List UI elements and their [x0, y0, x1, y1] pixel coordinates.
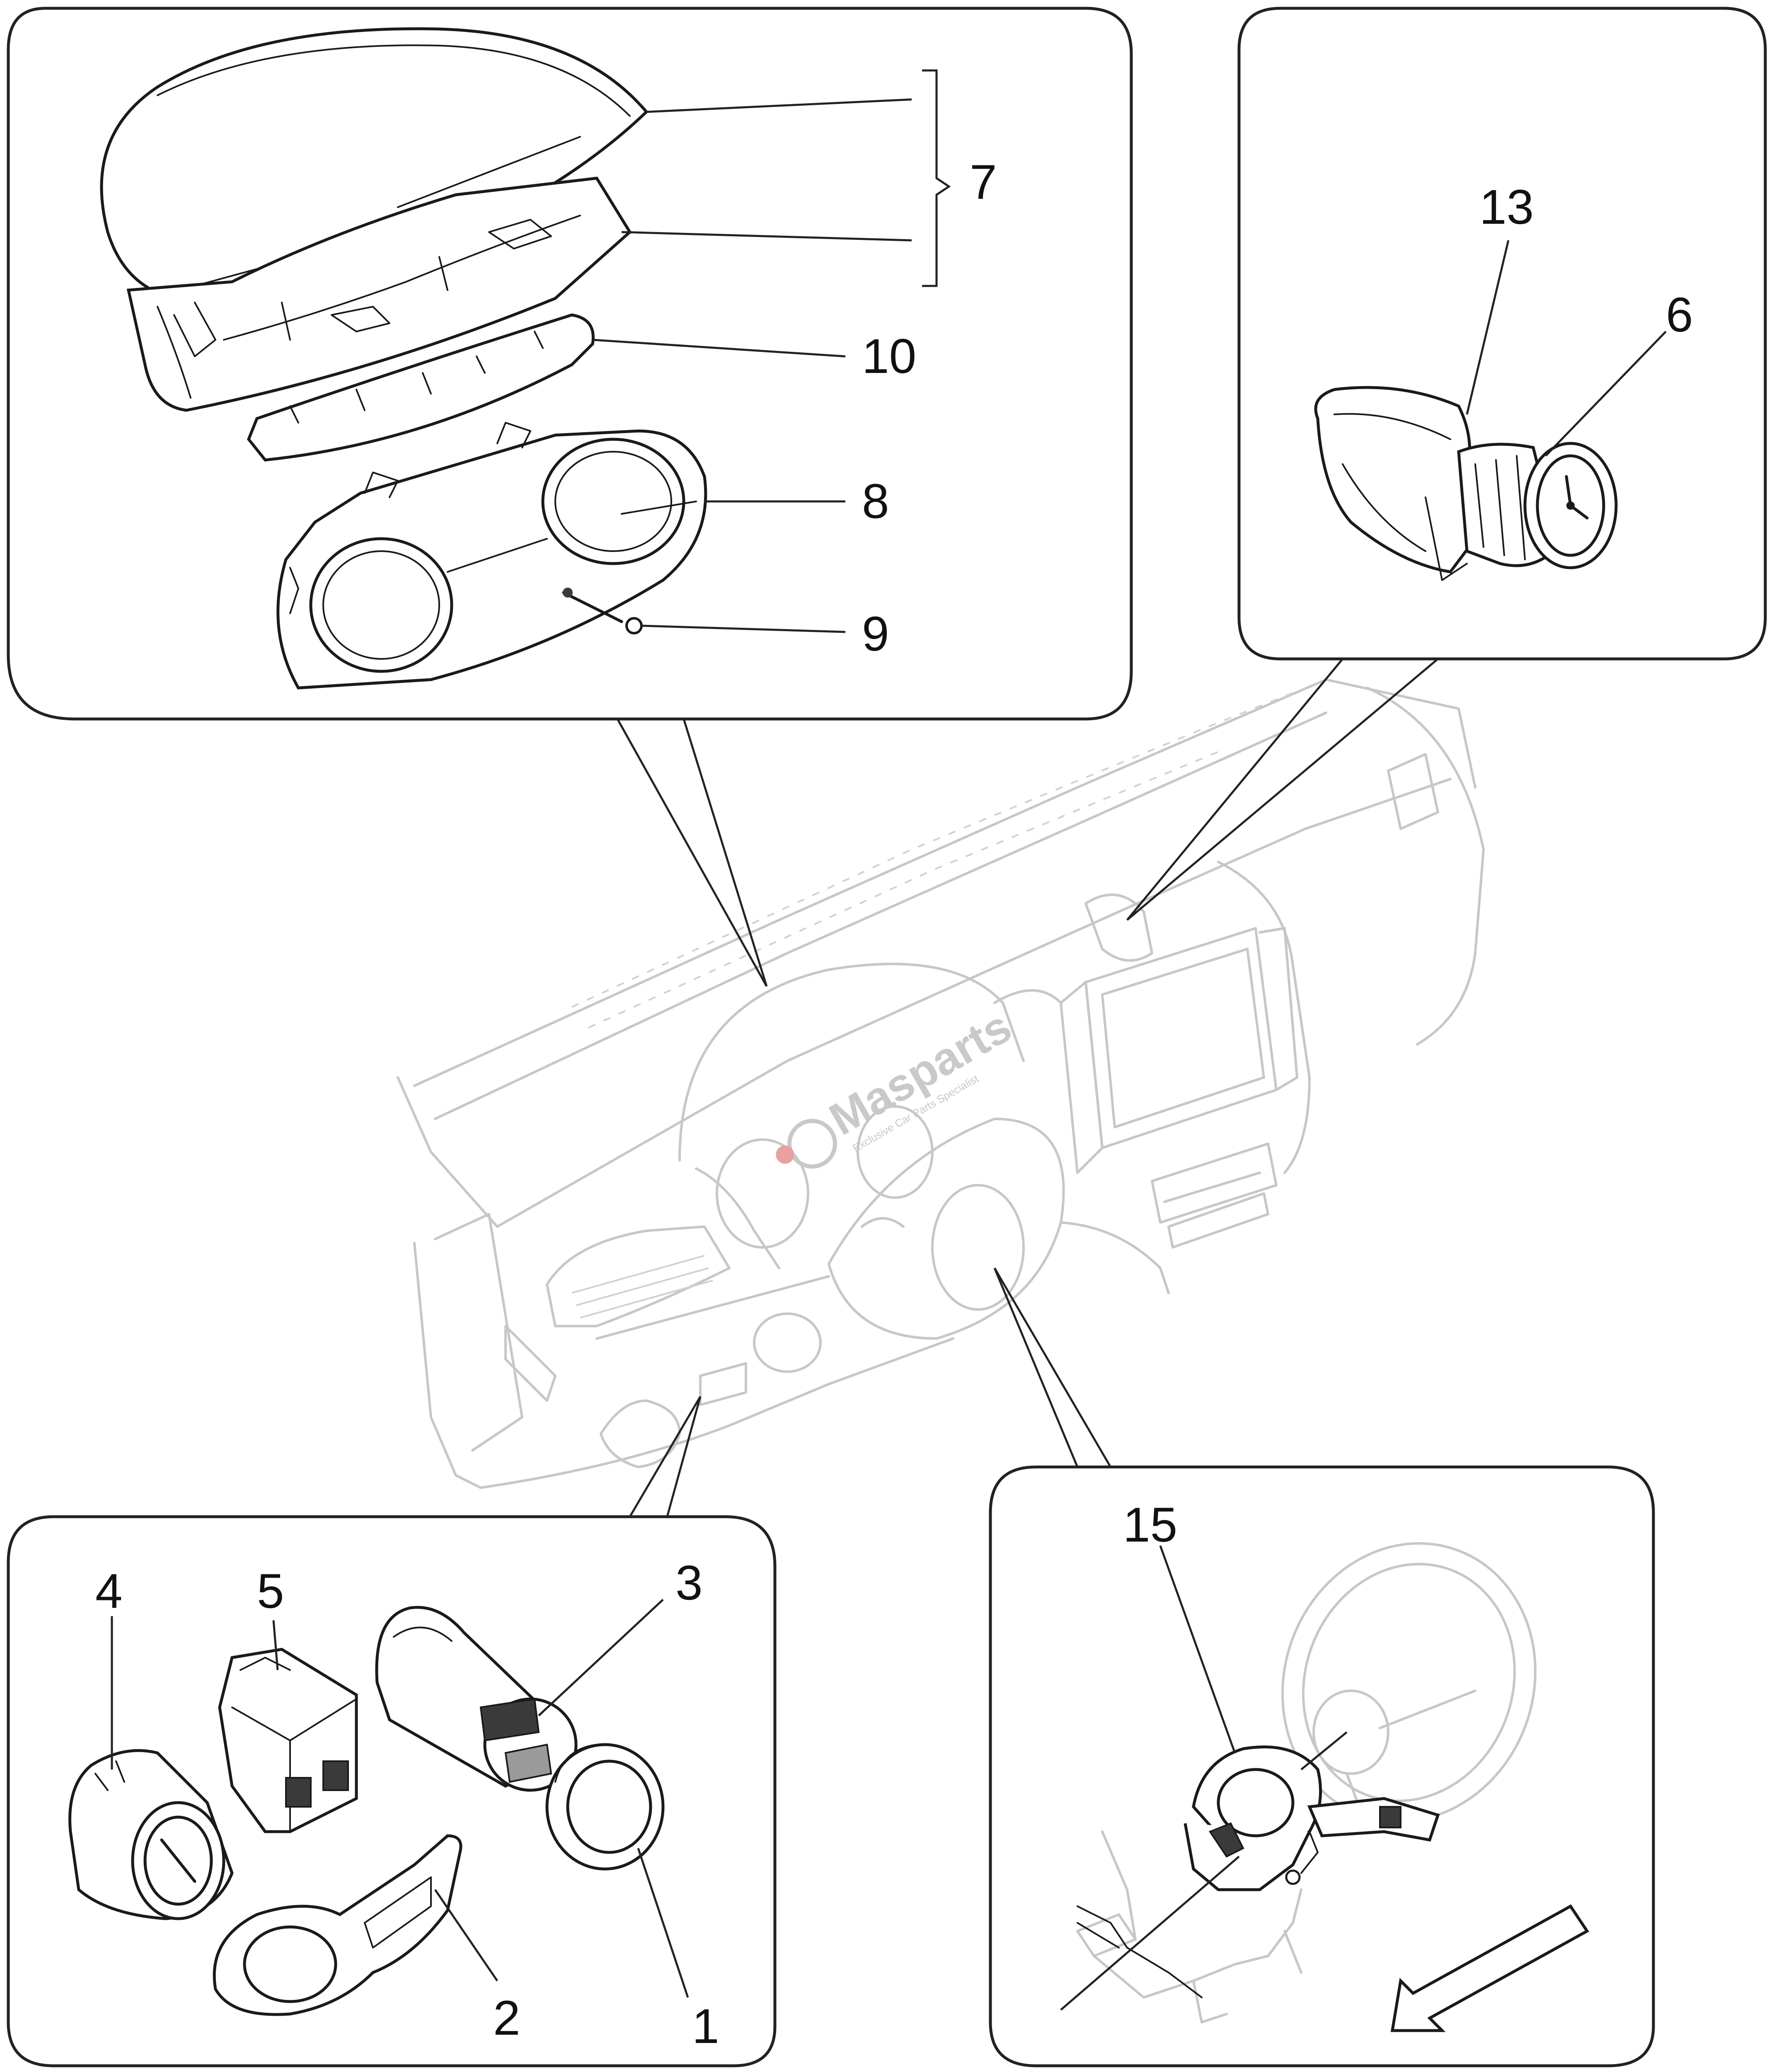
callout-4: 4: [95, 1564, 123, 1619]
leader-2: [434, 1889, 499, 1982]
part-1-trim-ring: [545, 1743, 665, 1871]
panel-leader-lines: [616, 658, 1439, 1518]
leader-15: [1159, 1545, 1236, 1753]
watermark-dot-icon: [776, 1145, 794, 1164]
panel-clock: 13 6: [1237, 7, 1767, 661]
leader-3: [538, 1599, 664, 1716]
leader-1: [637, 1848, 689, 1998]
callout-7: 7: [970, 155, 997, 210]
leader-7a: [646, 98, 912, 113]
part-7-hood-frame: [126, 177, 632, 412]
callout-15: 15: [1123, 1498, 1177, 1552]
leader-15b: [1060, 1856, 1240, 2011]
column-bracket-ghost: [1076, 1830, 1302, 2024]
part-15-steering-column-switch: [1183, 1745, 1440, 1891]
part-6-clock: [1457, 442, 1618, 569]
panel-instrument-cluster: 7 10 8 9: [7, 7, 1133, 721]
part-9-screw: [562, 588, 643, 634]
panel-steering: 15: [989, 1465, 1655, 2067]
direction-arrow-icon: [1390, 1904, 1590, 2032]
callout-1: 1: [692, 1999, 719, 2054]
leader-13: [1466, 240, 1510, 415]
part-3-start-button: [375, 1606, 578, 1792]
leader-10: [592, 339, 846, 358]
leader-5: [272, 1620, 279, 1670]
part-5-switch-block: [218, 1648, 358, 1833]
part-4-headlight-switch: [68, 1749, 234, 1920]
callout-6: 6: [1666, 288, 1693, 342]
callout-3: 3: [675, 1556, 703, 1610]
bracket-7: [922, 69, 951, 287]
watermark: Masparts Exclusive Car Parts Specialist: [776, 1001, 1020, 1169]
part-10-cluster-lens: [247, 313, 595, 462]
dashboard-background-illustration: [397, 678, 1485, 1489]
callout-5: 5: [257, 1564, 284, 1619]
callout-9: 9: [862, 607, 889, 661]
callout-2: 2: [493, 1991, 520, 2045]
callout-8: 8: [862, 474, 889, 529]
panel-switches: 4 5 3 2 1: [7, 1515, 777, 2067]
leader-6: [1545, 331, 1667, 457]
callout-10: 10: [862, 329, 916, 384]
callout-13: 13: [1479, 180, 1534, 235]
leader-9: [642, 625, 846, 633]
leader-15c: [1300, 1731, 1348, 1770]
leader-7b: [621, 231, 912, 242]
part-2-switch-bezel: [213, 1834, 462, 2016]
watermark-brand: Masparts: [821, 1001, 1020, 1145]
part-8-instrument-cluster: [276, 422, 707, 690]
